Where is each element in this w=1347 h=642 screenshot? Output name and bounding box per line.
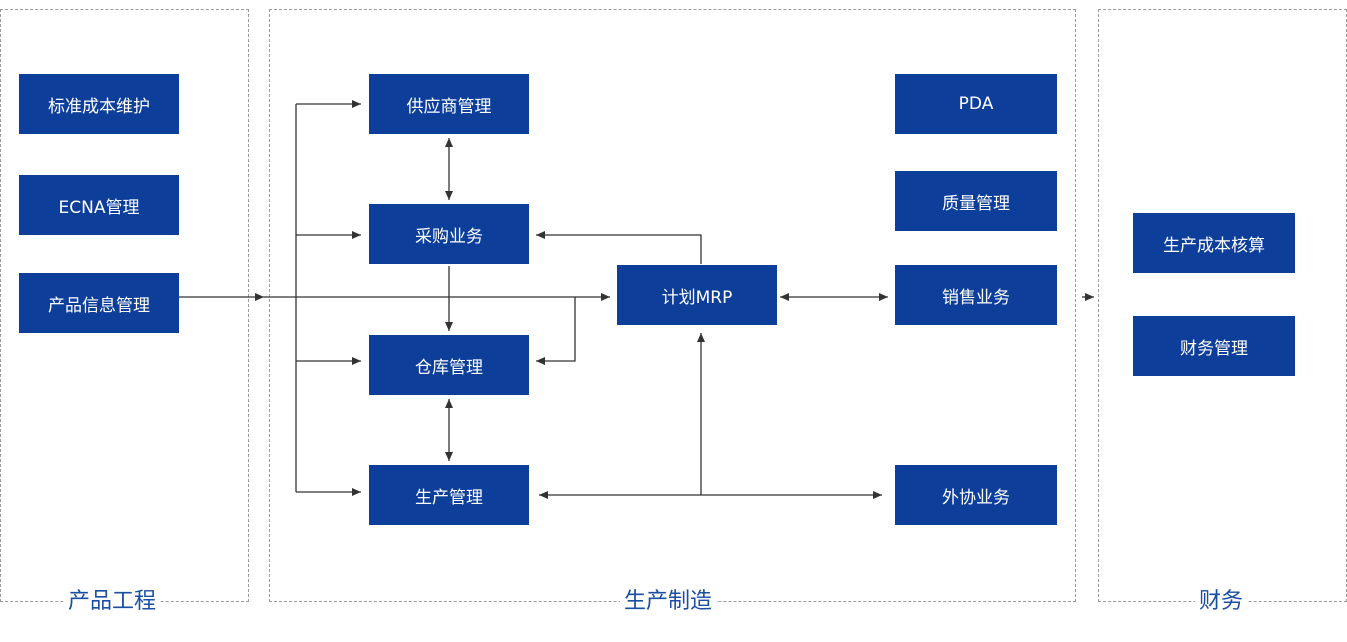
- module-supplier: 供应商管理: [369, 74, 529, 134]
- module-production: 生产管理: [369, 465, 529, 525]
- module-mrp: 计划MRP: [617, 265, 777, 325]
- module-standard-cost: 标准成本维护: [19, 74, 179, 134]
- module-purchasing: 采购业务: [369, 204, 529, 264]
- section-title-product-engineering: 产品工程: [64, 587, 161, 617]
- section-title-manufacturing: 生产制造: [620, 587, 717, 617]
- module-sales: 销售业务: [895, 265, 1057, 325]
- connector-mrp-purchasing: [536, 231, 702, 264]
- module-outsourcing: 外协业务: [895, 465, 1057, 525]
- section-title-finance: 财务: [1195, 587, 1248, 617]
- module-production-cost: 生产成本核算: [1133, 213, 1295, 273]
- connector-mainline-warehouse: [536, 297, 576, 365]
- module-finance-mgmt: 财务管理: [1133, 316, 1295, 376]
- module-warehouse: 仓库管理: [369, 335, 529, 395]
- module-product-info: 产品信息管理: [19, 273, 179, 333]
- module-ecna: ECNA管理: [19, 175, 179, 235]
- module-pda: PDA: [895, 74, 1057, 134]
- module-quality: 质量管理: [895, 171, 1057, 231]
